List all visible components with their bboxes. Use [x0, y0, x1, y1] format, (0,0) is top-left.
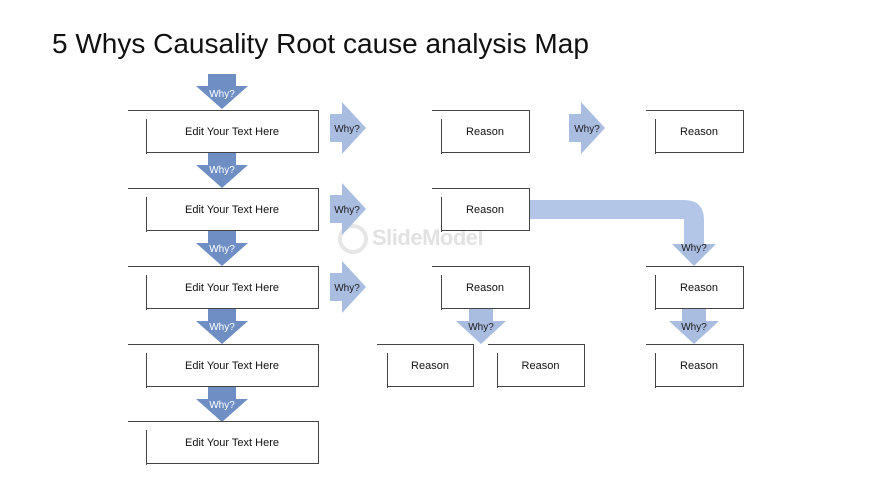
- reason-text: Reason: [680, 359, 718, 372]
- box-left-stub: [146, 430, 147, 465]
- down-arrow-3: Why?: [196, 231, 248, 266]
- reason-text: Reason: [680, 125, 718, 138]
- box-top-rule-r4l: [377, 344, 388, 345]
- box-top-rule-3: [128, 266, 148, 267]
- cause-box-text: Edit Your Text Here: [185, 203, 279, 216]
- page-title: 5 Whys Causality Root cause analysis Map: [52, 28, 589, 59]
- box-left-stub: [655, 353, 656, 388]
- box-left-stub: [387, 353, 388, 388]
- why-label: Why?: [681, 243, 707, 254]
- cause-box-4[interactable]: Edit Your Text Here: [146, 344, 319, 388]
- box-top-rule-5: [128, 421, 148, 422]
- box-top-rule-r3m: [432, 266, 442, 267]
- box-left-stub: [441, 275, 442, 310]
- box-top-rule-r1m: [432, 110, 442, 111]
- reason-text: Reason: [411, 359, 449, 372]
- why-label: Why?: [334, 124, 360, 135]
- why-label: Why?: [468, 322, 494, 333]
- box-left-stub: [655, 119, 656, 154]
- reason-text: Reason: [466, 125, 504, 138]
- why-label: Why?: [334, 205, 360, 216]
- why-label: Why?: [209, 400, 235, 411]
- cause-box-text: Edit Your Text Here: [185, 359, 279, 372]
- box-left-stub: [146, 275, 147, 310]
- reason-box-row1-right[interactable]: Reason: [655, 110, 744, 154]
- box-top-rule-r4r: [646, 344, 656, 345]
- cause-box-1[interactable]: Edit Your Text Here: [146, 110, 319, 154]
- cause-box-3[interactable]: Edit Your Text Here: [146, 266, 319, 310]
- box-left-stub: [441, 119, 442, 154]
- down-arrow-mid: Why?: [456, 308, 506, 344]
- reason-box-row2-mid[interactable]: Reason: [441, 188, 530, 232]
- why-label: Why?: [209, 165, 235, 176]
- reason-box-row3-right[interactable]: Reason: [655, 266, 744, 310]
- reason-box-row4-right[interactable]: Reason: [655, 344, 744, 388]
- box-top-rule-2: [128, 188, 148, 189]
- box-top-rule-4: [128, 344, 148, 345]
- reason-text: Reason: [521, 359, 560, 372]
- down-arrow-right-1: Why?: [672, 243, 716, 266]
- down-arrow-4: Why?: [196, 309, 248, 344]
- elbow-connector: [529, 200, 704, 244]
- box-top-rule-r1r: [646, 110, 656, 111]
- reason-box-row4-left[interactable]: Reason: [387, 344, 474, 388]
- why-label: Why?: [209, 244, 235, 255]
- watermark-logo-icon: [338, 224, 368, 254]
- box-left-stub: [441, 197, 442, 232]
- why-label: Why?: [334, 283, 360, 294]
- down-arrow-2: Why?: [196, 153, 248, 188]
- reason-text: Reason: [466, 281, 504, 294]
- reason-box-row3-mid[interactable]: Reason: [441, 266, 530, 310]
- box-left-stub: [655, 275, 656, 310]
- right-arrow-row3: Why?: [330, 261, 366, 313]
- cause-box-2[interactable]: Edit Your Text Here: [146, 188, 319, 232]
- box-top-rule-r2m: [432, 188, 442, 189]
- cause-box-text: Edit Your Text Here: [185, 281, 279, 294]
- down-arrow-1: Why?: [196, 74, 248, 109]
- down-arrow-right-2: Why?: [669, 308, 719, 344]
- cause-box-text: Edit Your Text Here: [185, 125, 279, 138]
- box-left-stub: [146, 353, 147, 388]
- cause-box-5[interactable]: Edit Your Text Here: [146, 421, 319, 465]
- why-label: Why?: [209, 89, 235, 100]
- reason-box-row1-mid[interactable]: Reason: [441, 110, 530, 154]
- why-label: Why?: [209, 322, 235, 333]
- reason-box-row4-mid[interactable]: Reason: [497, 344, 585, 388]
- why-label: Why?: [681, 322, 707, 333]
- reason-text: Reason: [466, 203, 504, 216]
- reason-text: Reason: [680, 281, 718, 294]
- down-arrow-5: Why?: [196, 387, 248, 422]
- why-label: Why?: [574, 124, 600, 135]
- box-top-rule-r4m: [488, 344, 498, 345]
- box-left-stub: [146, 197, 147, 232]
- box-left-stub: [497, 353, 498, 388]
- right-arrow-row2: Why?: [330, 183, 366, 235]
- right-arrow-row1: Why?: [330, 102, 366, 154]
- box-top-rule-1: [128, 110, 148, 111]
- box-top-rule-r3r: [646, 266, 656, 267]
- box-left-stub: [146, 119, 147, 154]
- cause-box-text: Edit Your Text Here: [185, 436, 279, 449]
- right-arrow-row1-mid: Why?: [569, 102, 605, 154]
